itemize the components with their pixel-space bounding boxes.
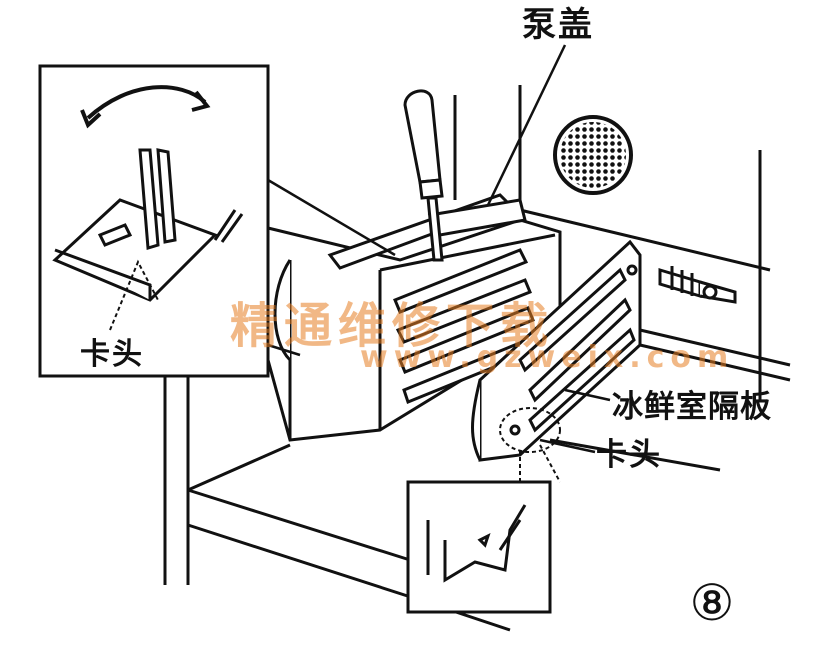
inset-detail-box xyxy=(38,64,270,378)
chill-partition-panel xyxy=(471,239,642,462)
vent-grille-icon xyxy=(553,115,633,195)
watermark-url: www.gzweix.com xyxy=(360,340,735,375)
screwdriver-icon xyxy=(403,89,444,262)
pump-cover-block xyxy=(266,193,562,442)
label-chill-partition: 冰鲜室隔板 xyxy=(612,389,772,425)
label-pump-cover: 泵盖 xyxy=(522,5,594,45)
clip-callout xyxy=(499,407,561,483)
step-number: ⑧ xyxy=(689,574,735,632)
inset-clip-box xyxy=(406,480,552,614)
label-clip-right: 卡头 xyxy=(596,437,662,473)
leader-lines xyxy=(267,44,611,454)
label-clip-inset: 卡头 xyxy=(80,337,144,372)
watermark-text: 精通维修下载 xyxy=(230,298,555,354)
screw-icon xyxy=(658,266,737,304)
back-wall xyxy=(453,85,791,400)
